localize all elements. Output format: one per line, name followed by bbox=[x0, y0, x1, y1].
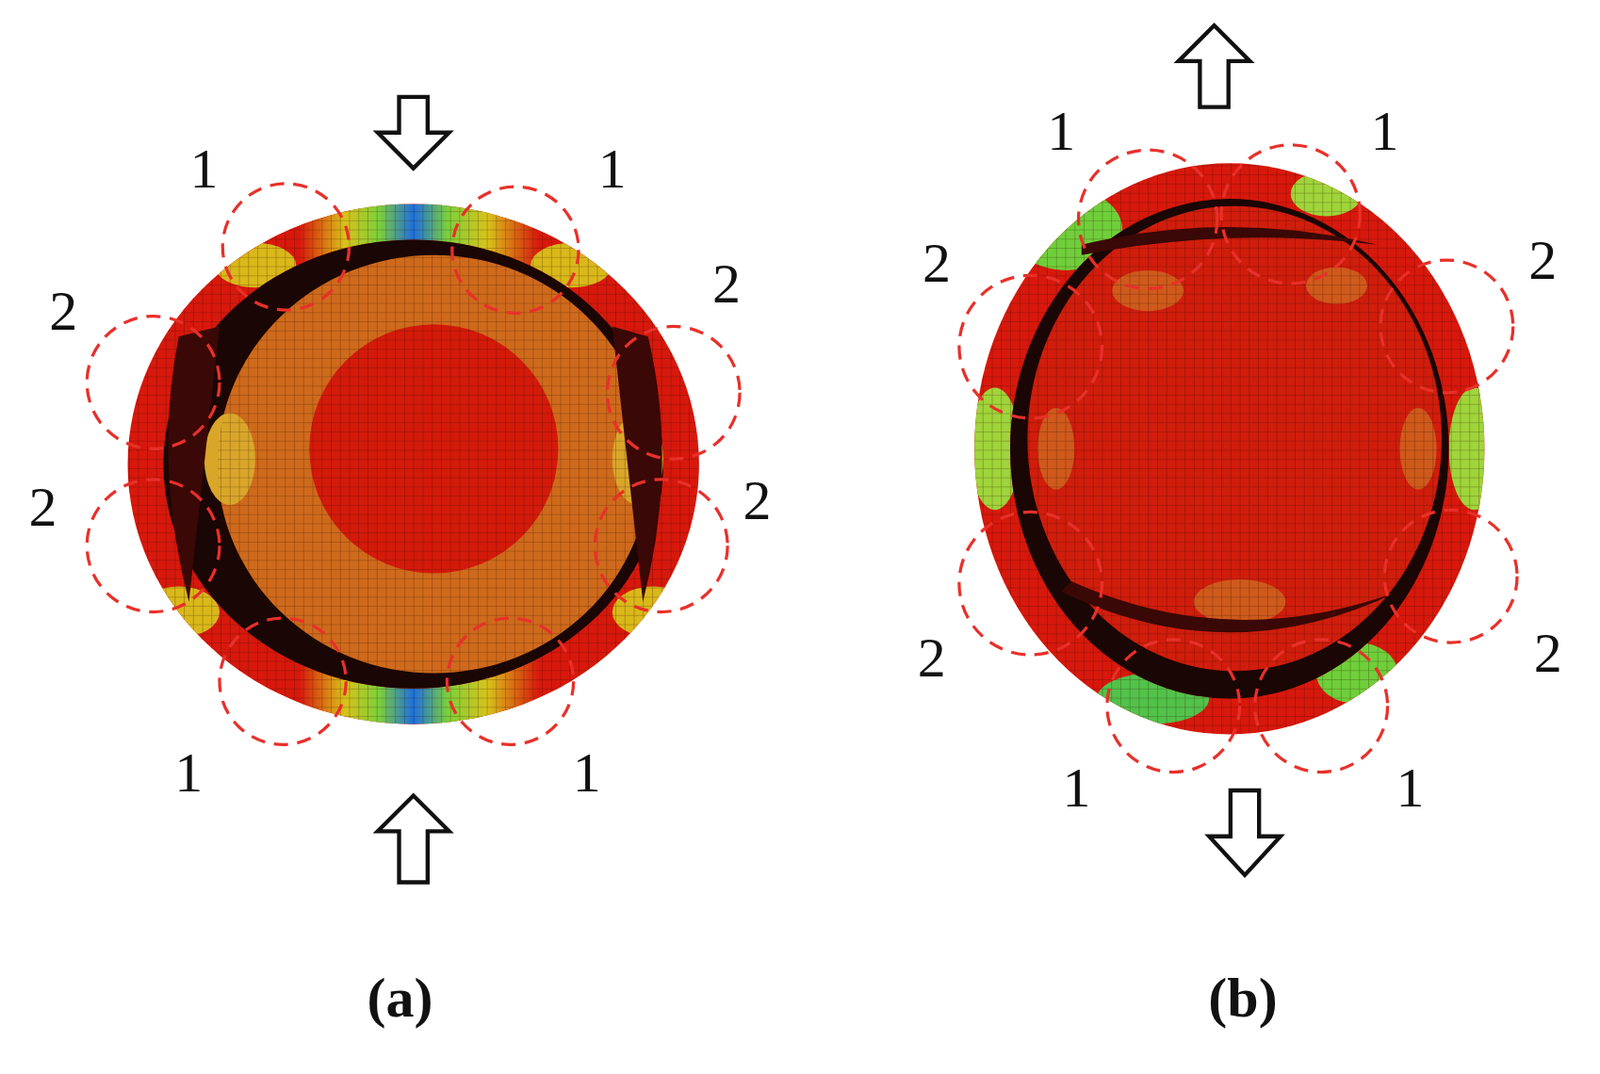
callout-number: 1 bbox=[174, 744, 203, 801]
callout-number: 1 bbox=[572, 744, 602, 801]
callout-number: 2 bbox=[1528, 231, 1557, 289]
callout-number: 2 bbox=[743, 472, 772, 529]
callout-number: 1 bbox=[1046, 102, 1076, 160]
callout-number: 2 bbox=[712, 255, 741, 312]
callout-number: 1 bbox=[1061, 759, 1091, 817]
load-arrows bbox=[377, 25, 1281, 882]
dashed-regions bbox=[86, 145, 1518, 773]
callout-number: 1 bbox=[190, 140, 219, 197]
callout-number: 1 bbox=[1396, 759, 1425, 817]
callout-number: 2 bbox=[28, 478, 57, 536]
callout-number: 2 bbox=[48, 282, 78, 340]
callout-number: 2 bbox=[917, 629, 947, 686]
panel-label: (b) bbox=[1208, 969, 1277, 1027]
callout-number: 1 bbox=[1371, 102, 1400, 160]
callout-number: 2 bbox=[1534, 624, 1563, 682]
callout-number: 1 bbox=[598, 140, 627, 197]
ring-b bbox=[969, 163, 1501, 735]
callout-number: 2 bbox=[922, 234, 951, 292]
ring-a bbox=[128, 198, 700, 730]
panel-label: (a) bbox=[367, 969, 434, 1027]
